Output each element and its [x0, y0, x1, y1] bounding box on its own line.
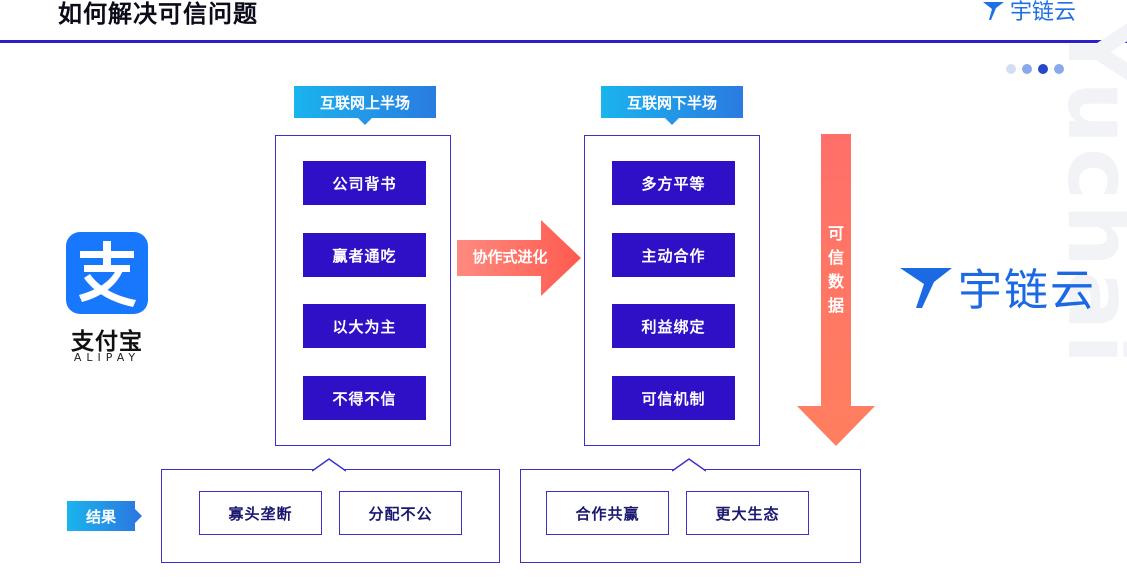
trusted-data-char: 数 — [827, 272, 844, 291]
evolve-arrow-label: 协作式进化 — [472, 248, 548, 266]
lower-item: 多方平等 — [612, 161, 735, 205]
pager-dot — [1022, 64, 1032, 74]
upper-half-tag: 互联网上半场 — [294, 86, 436, 125]
page-title: 如何解决可信问题 — [58, 0, 258, 28]
upper-half-panel: 公司背书 赢者通吃 以大为主 不得不信 — [275, 135, 451, 446]
upper-item: 赢者通吃 — [303, 233, 426, 277]
pager-dot — [1006, 64, 1016, 74]
header-brand-name: 宇链云 — [1010, 0, 1077, 25]
lower-item: 利益绑定 — [612, 304, 735, 348]
trusted-data-char: 据 — [827, 296, 844, 315]
upper-item: 以大为主 — [303, 304, 426, 348]
trusted-data-arrow — [797, 134, 875, 446]
result-item: 寡头垄断 — [199, 491, 322, 535]
evolve-arrow — [457, 220, 581, 296]
trusted-data-label: 可 信 数 据 — [823, 222, 849, 318]
alipay-logo-icon — [66, 232, 148, 314]
pager-dot-active — [1038, 64, 1048, 74]
panel-notch — [311, 457, 347, 472]
lower-half-tag: 互联网下半场 — [601, 86, 743, 125]
alipay-glyph-icon — [79, 241, 136, 307]
pager-dot — [1054, 64, 1064, 74]
alipay-name-cn: 支付宝 — [71, 329, 143, 355]
trusted-data-char: 可 — [827, 224, 844, 243]
trusted-data-char: 信 — [827, 248, 844, 267]
result-item: 合作共赢 — [546, 491, 669, 535]
lower-half-panel: 多方平等 主动合作 利益绑定 可信机制 — [584, 135, 760, 446]
yuchain-logo-name: 宇链云 — [958, 265, 1096, 316]
alipay-name-en: ALIPAY — [73, 351, 141, 364]
panel-notch — [671, 457, 707, 472]
upper-item: 不得不信 — [303, 376, 426, 420]
result-item: 更大生态 — [686, 491, 809, 535]
yuchain-mark-icon — [983, 2, 1004, 20]
yuchain-mark-icon — [900, 268, 952, 308]
result-item: 分配不公 — [339, 491, 462, 535]
upper-item: 公司背书 — [303, 161, 426, 205]
header-brand-logo: 宇链云 — [982, 0, 1076, 26]
title-divider — [0, 40, 1127, 43]
lower-item: 主动合作 — [612, 233, 735, 277]
lower-item: 可信机制 — [612, 376, 735, 420]
slide-pager — [1006, 64, 1064, 74]
background-watermark: Yuchain — [1040, 0, 1127, 360]
watermark-text: Yuchain — [1048, 20, 1127, 360]
yuchain-logo: 宇链云 — [898, 254, 1096, 318]
results-tag: 结果 — [67, 501, 142, 531]
